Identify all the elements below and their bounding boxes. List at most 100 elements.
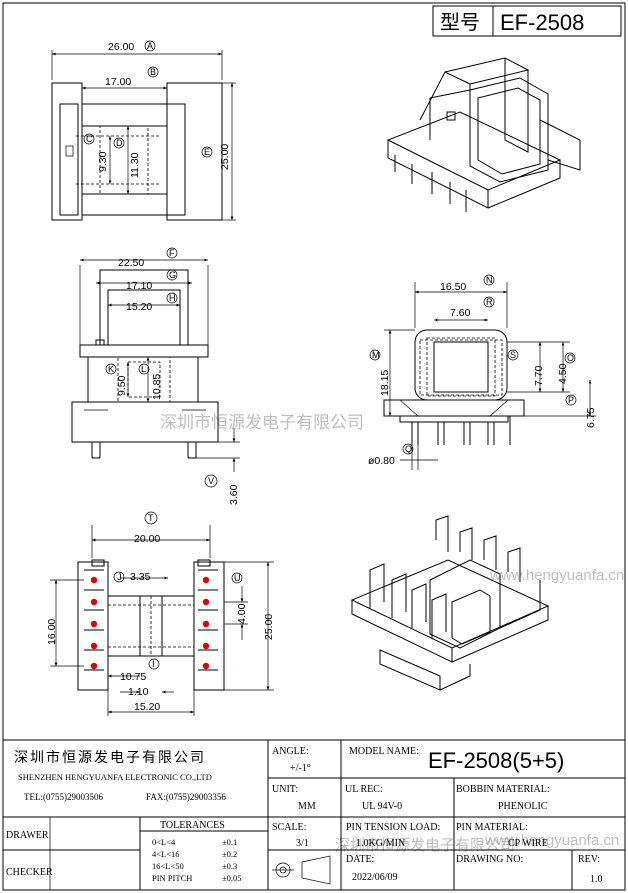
rev-label: REV: [578, 854, 600, 865]
dim-2250: 22.50 [118, 257, 144, 269]
front-view: 22.50 F 17.10 G 15.20 H 9.50 10.85 K L 3… [71, 247, 240, 505]
model-header-prefix: 型号 [440, 11, 480, 34]
tol-range-1: 4<L<16 [152, 849, 180, 859]
marker-a: A [147, 41, 153, 51]
marker-h: H [169, 293, 176, 303]
unit-value: MM [298, 801, 316, 812]
marker-n: N [486, 275, 493, 285]
dim-1815: 18.15 [379, 370, 391, 396]
model-name-value: EF-2508(5+5) [428, 748, 564, 773]
drawing-no-label: DRAWING NO: [456, 854, 523, 865]
dim-450: 4.50 [557, 363, 569, 384]
tol-range-3: PIN PITCH [152, 873, 192, 883]
marker-p: P [568, 395, 574, 405]
dim-930: 9.30 [97, 151, 109, 172]
watermark-cn-1: 深圳市恒源发电子有限公司 [160, 413, 364, 432]
company-tel: TEL:(0755)29003506 [24, 792, 103, 802]
marker-b: B [150, 67, 156, 77]
marker-i: I [152, 659, 155, 669]
dim-335: 3.35 [130, 571, 151, 583]
marker-l: L [141, 364, 146, 374]
marker-v: V [208, 476, 214, 486]
dim-2500: 25.00 [263, 614, 275, 640]
marker-q: Q [405, 444, 412, 454]
pin-material-value: CP WIRE [508, 838, 548, 849]
isometric-view-bottom [350, 515, 550, 691]
company-cn: 深圳市恒源发电子有限公司 [14, 749, 206, 766]
dim-1650: 16.50 [440, 281, 466, 293]
marker-k: K [108, 364, 114, 374]
marker-d: D [116, 138, 123, 148]
dim-26: 26.00 [108, 41, 134, 53]
pin-material-label: PIN MATERIAL: [456, 822, 528, 833]
watermark-url-2: www.hengyuanfa.cn [484, 832, 619, 849]
dim-360: 3.60 [228, 484, 240, 505]
scale-value: 3/1 [296, 838, 309, 849]
watermark-url-1: www.hengyuanfa.cn [489, 567, 624, 584]
checker-label: CHECKER [6, 867, 53, 878]
marker-o: O [567, 353, 574, 363]
ul-rec-label: UL REC: [345, 784, 383, 795]
dim-080: ø0.80 [368, 455, 395, 467]
projection-symbol [272, 855, 331, 885]
marker-e: E [204, 147, 210, 157]
dim-1600: 16.00 [46, 619, 58, 645]
tol-value-0: ±0.1 [222, 837, 237, 847]
dim-1520: 15.20 [126, 301, 152, 313]
angle-value: +/-1° [290, 763, 311, 774]
dim-110: 1.10 [128, 686, 149, 698]
top-view: 26.00 A 17.00 B 9.30 11.30 C D 25.00 E [51, 40, 236, 221]
marker-j: J [117, 572, 122, 582]
marker-t: T [148, 513, 154, 523]
model-header: 型号 EF-2508 [432, 5, 622, 37]
bobbin-material-label: BOBBIN MATERIAL: [456, 784, 550, 795]
pin-tension-label: PIN TENSION LOAD: [346, 822, 440, 833]
rev-value: 1.0 [590, 874, 603, 885]
ul-rec-value: UL 94V-0 [362, 801, 402, 812]
angle-label: ANGLE: [272, 746, 309, 757]
dim-17: 17.00 [105, 76, 131, 88]
dim-950: 9.50 [116, 375, 128, 396]
tolerances-label: TOLERANCES [160, 820, 225, 831]
tol-value-3: ±0.05 [222, 873, 242, 883]
scale-label: SCALE: [272, 822, 306, 833]
dim-760: 7.60 [450, 307, 471, 319]
tol-value-1: ±0.2 [222, 849, 237, 859]
date-label: DATE: [346, 854, 374, 865]
marker-m: M [372, 350, 380, 360]
dim-1085: 10.85 [151, 374, 163, 400]
bottom-view: 20.00 T 3.35 J 16.00 4.00 U 25.00 10.75 … [46, 511, 275, 716]
marker-r: R [486, 297, 493, 307]
marker-f: F [169, 248, 175, 258]
company-en: SHENZHEN HENGYUANFA ELECTRONIC CO.,LTD [18, 772, 212, 782]
tol-value-2: ±0.3 [222, 861, 237, 871]
pin-tension-value: 1.0KG/MIN [356, 838, 405, 849]
dim-1520b: 15.20 [134, 701, 160, 713]
dim-675: 6.75 [585, 407, 597, 428]
dim-25: 25.00 [219, 144, 231, 170]
drawer-label: DRAWER [6, 830, 49, 841]
dim-1710: 17.10 [126, 280, 152, 292]
company-fax: FAX:(0755)29003356 [146, 792, 226, 802]
model-header-value: EF-2508 [500, 10, 584, 35]
dim-2000: 20.00 [134, 533, 160, 545]
unit-label: UNIT: [272, 784, 298, 795]
dim-770: 7.70 [533, 365, 545, 386]
side-view: 16.50 N 7.60 R 18.15 M 7.70 S 4.50 O 6.7… [368, 274, 597, 470]
model-name-label: MODEL NAME: [349, 746, 419, 757]
bobbin-material-value: PHENOLIC [498, 801, 548, 812]
marker-s: S [510, 350, 516, 360]
marker-u: U [234, 573, 241, 583]
tol-range-0: 0<L<4 [152, 837, 176, 847]
dim-1130: 11.30 [129, 152, 141, 178]
title-block: 深圳市恒源发电子有限公司 SHENZHEN HENGYUANFA ELECTRO… [3, 739, 625, 890]
tol-range-2: 16<L<50 [152, 861, 184, 871]
marker-c: C [86, 134, 93, 144]
dim-400: 4.00 [236, 603, 248, 624]
isometric-view-top [386, 57, 581, 212]
dim-1075: 10.75 [120, 671, 146, 683]
marker-g: G [169, 270, 176, 280]
date-value: 2022/06/09 [352, 872, 398, 883]
